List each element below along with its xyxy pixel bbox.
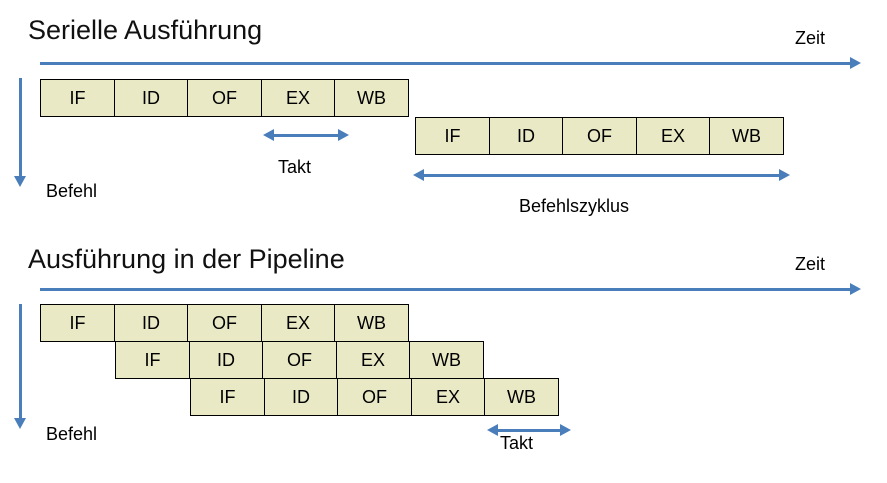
stage-cell: OF	[337, 378, 412, 416]
stage-cell: WB	[484, 378, 559, 416]
takt-arrowhead-right-seriell	[338, 129, 349, 141]
time-axis-line-seriell	[40, 62, 852, 65]
stage-cell: IF	[40, 79, 115, 117]
takt-arrow-bar-seriell	[274, 133, 338, 137]
befehlszyklus-arrow-bar	[424, 173, 779, 177]
instruction-axis-label-pipeline: Befehl	[46, 424, 98, 444]
time-axis-arrowhead-seriell	[850, 57, 861, 69]
takt-arrowhead-right-pipeline	[560, 424, 571, 436]
befehlszyklus-label: Befehlszyklus	[519, 196, 630, 216]
stage-cell: ID	[188, 341, 264, 379]
takt-label-seriell: Takt	[278, 157, 312, 177]
befehlszyklus-measure-arrow	[413, 169, 790, 181]
stage-cell: ID	[488, 117, 564, 155]
stage-row-seriell-1: IF ID OF EX WB	[40, 79, 409, 117]
stage-cell: OF	[562, 117, 637, 155]
stage-cell: OF	[262, 341, 337, 379]
takt-measure-arrow-pipeline	[487, 424, 571, 436]
stage-cell: ID	[113, 304, 189, 342]
stage-cell: EX	[410, 378, 486, 416]
stage-cell: WB	[334, 304, 409, 342]
takt-label-pipeline: Takt	[500, 433, 534, 453]
stage-cell: IF	[115, 341, 190, 379]
instruction-axis-arrowhead-seriell	[14, 176, 26, 187]
stage-row-pipeline-2: IF ID OF EX WB	[115, 341, 484, 379]
stage-cell: EX	[635, 117, 711, 155]
time-axis-label-pipeline: Zeit	[795, 254, 826, 274]
time-axis-label-seriell: Zeit	[795, 28, 826, 48]
stage-row-seriell-2: IF ID OF EX WB	[415, 117, 784, 155]
stage-cell: EX	[335, 341, 411, 379]
takt-arrow-bar-pipeline	[498, 428, 560, 432]
stage-cell: ID	[263, 378, 339, 416]
stage-cell: IF	[40, 304, 115, 342]
takt-arrowhead-left-pipeline	[487, 424, 498, 436]
time-axis-arrowhead-pipeline	[850, 283, 861, 295]
stage-cell: IF	[190, 378, 265, 416]
stage-row-pipeline-1: IF ID OF EX WB	[40, 304, 409, 342]
takt-measure-arrow-seriell	[263, 129, 349, 141]
stage-cell: WB	[709, 117, 784, 155]
stage-cell: WB	[409, 341, 484, 379]
instruction-axis-arrowhead-pipeline	[14, 418, 26, 429]
befehlszyklus-arrowhead-left	[413, 169, 424, 181]
instruction-axis-line-seriell	[19, 78, 22, 178]
instruction-axis-line-pipeline	[19, 304, 22, 420]
stage-cell: IF	[415, 117, 490, 155]
befehlszyklus-arrowhead-right	[779, 169, 790, 181]
section-title-seriell: Serielle Ausführung	[28, 15, 263, 45]
takt-arrowhead-left-seriell	[263, 129, 274, 141]
stage-cell: WB	[334, 79, 409, 117]
section-title-pipeline: Ausführung in der Pipeline	[28, 244, 345, 274]
stage-cell: EX	[260, 79, 336, 117]
time-axis-line-pipeline	[40, 288, 852, 291]
stage-cell: EX	[260, 304, 336, 342]
stage-cell: ID	[113, 79, 189, 117]
instruction-axis-label-seriell: Befehl	[46, 181, 98, 201]
stage-cell: OF	[187, 79, 262, 117]
stage-row-pipeline-3: IF ID OF EX WB	[190, 378, 559, 416]
stage-cell: OF	[187, 304, 262, 342]
